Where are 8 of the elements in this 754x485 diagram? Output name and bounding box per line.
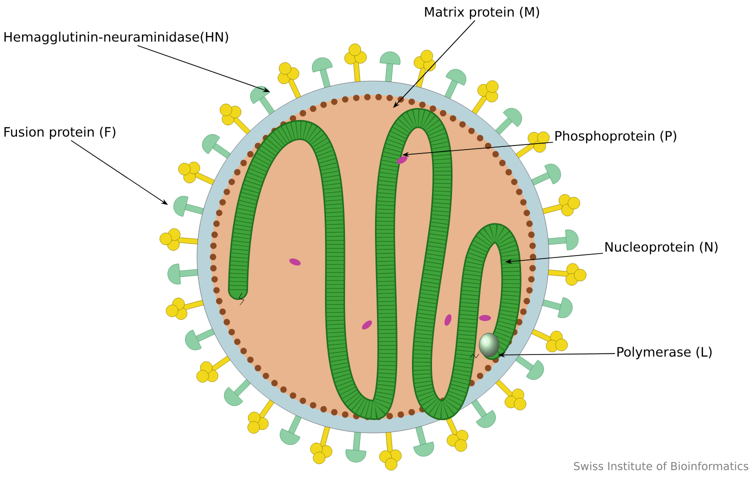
part-label: Hemagglutinin-neuraminidase(HN) [4,32,228,44]
part-label: Matrix protein (M) [425,6,540,20]
part-label: Nucleoprotein (N) [605,242,718,254]
credit-text: Swiss Institute of Bioinformatics [574,462,748,470]
leader-line [393,20,476,108]
part-label: Polymerase (L) [617,346,712,360]
part-label: Fusion protein (F) [4,126,116,140]
part-label: Phosphoprotein (P) [555,130,676,144]
